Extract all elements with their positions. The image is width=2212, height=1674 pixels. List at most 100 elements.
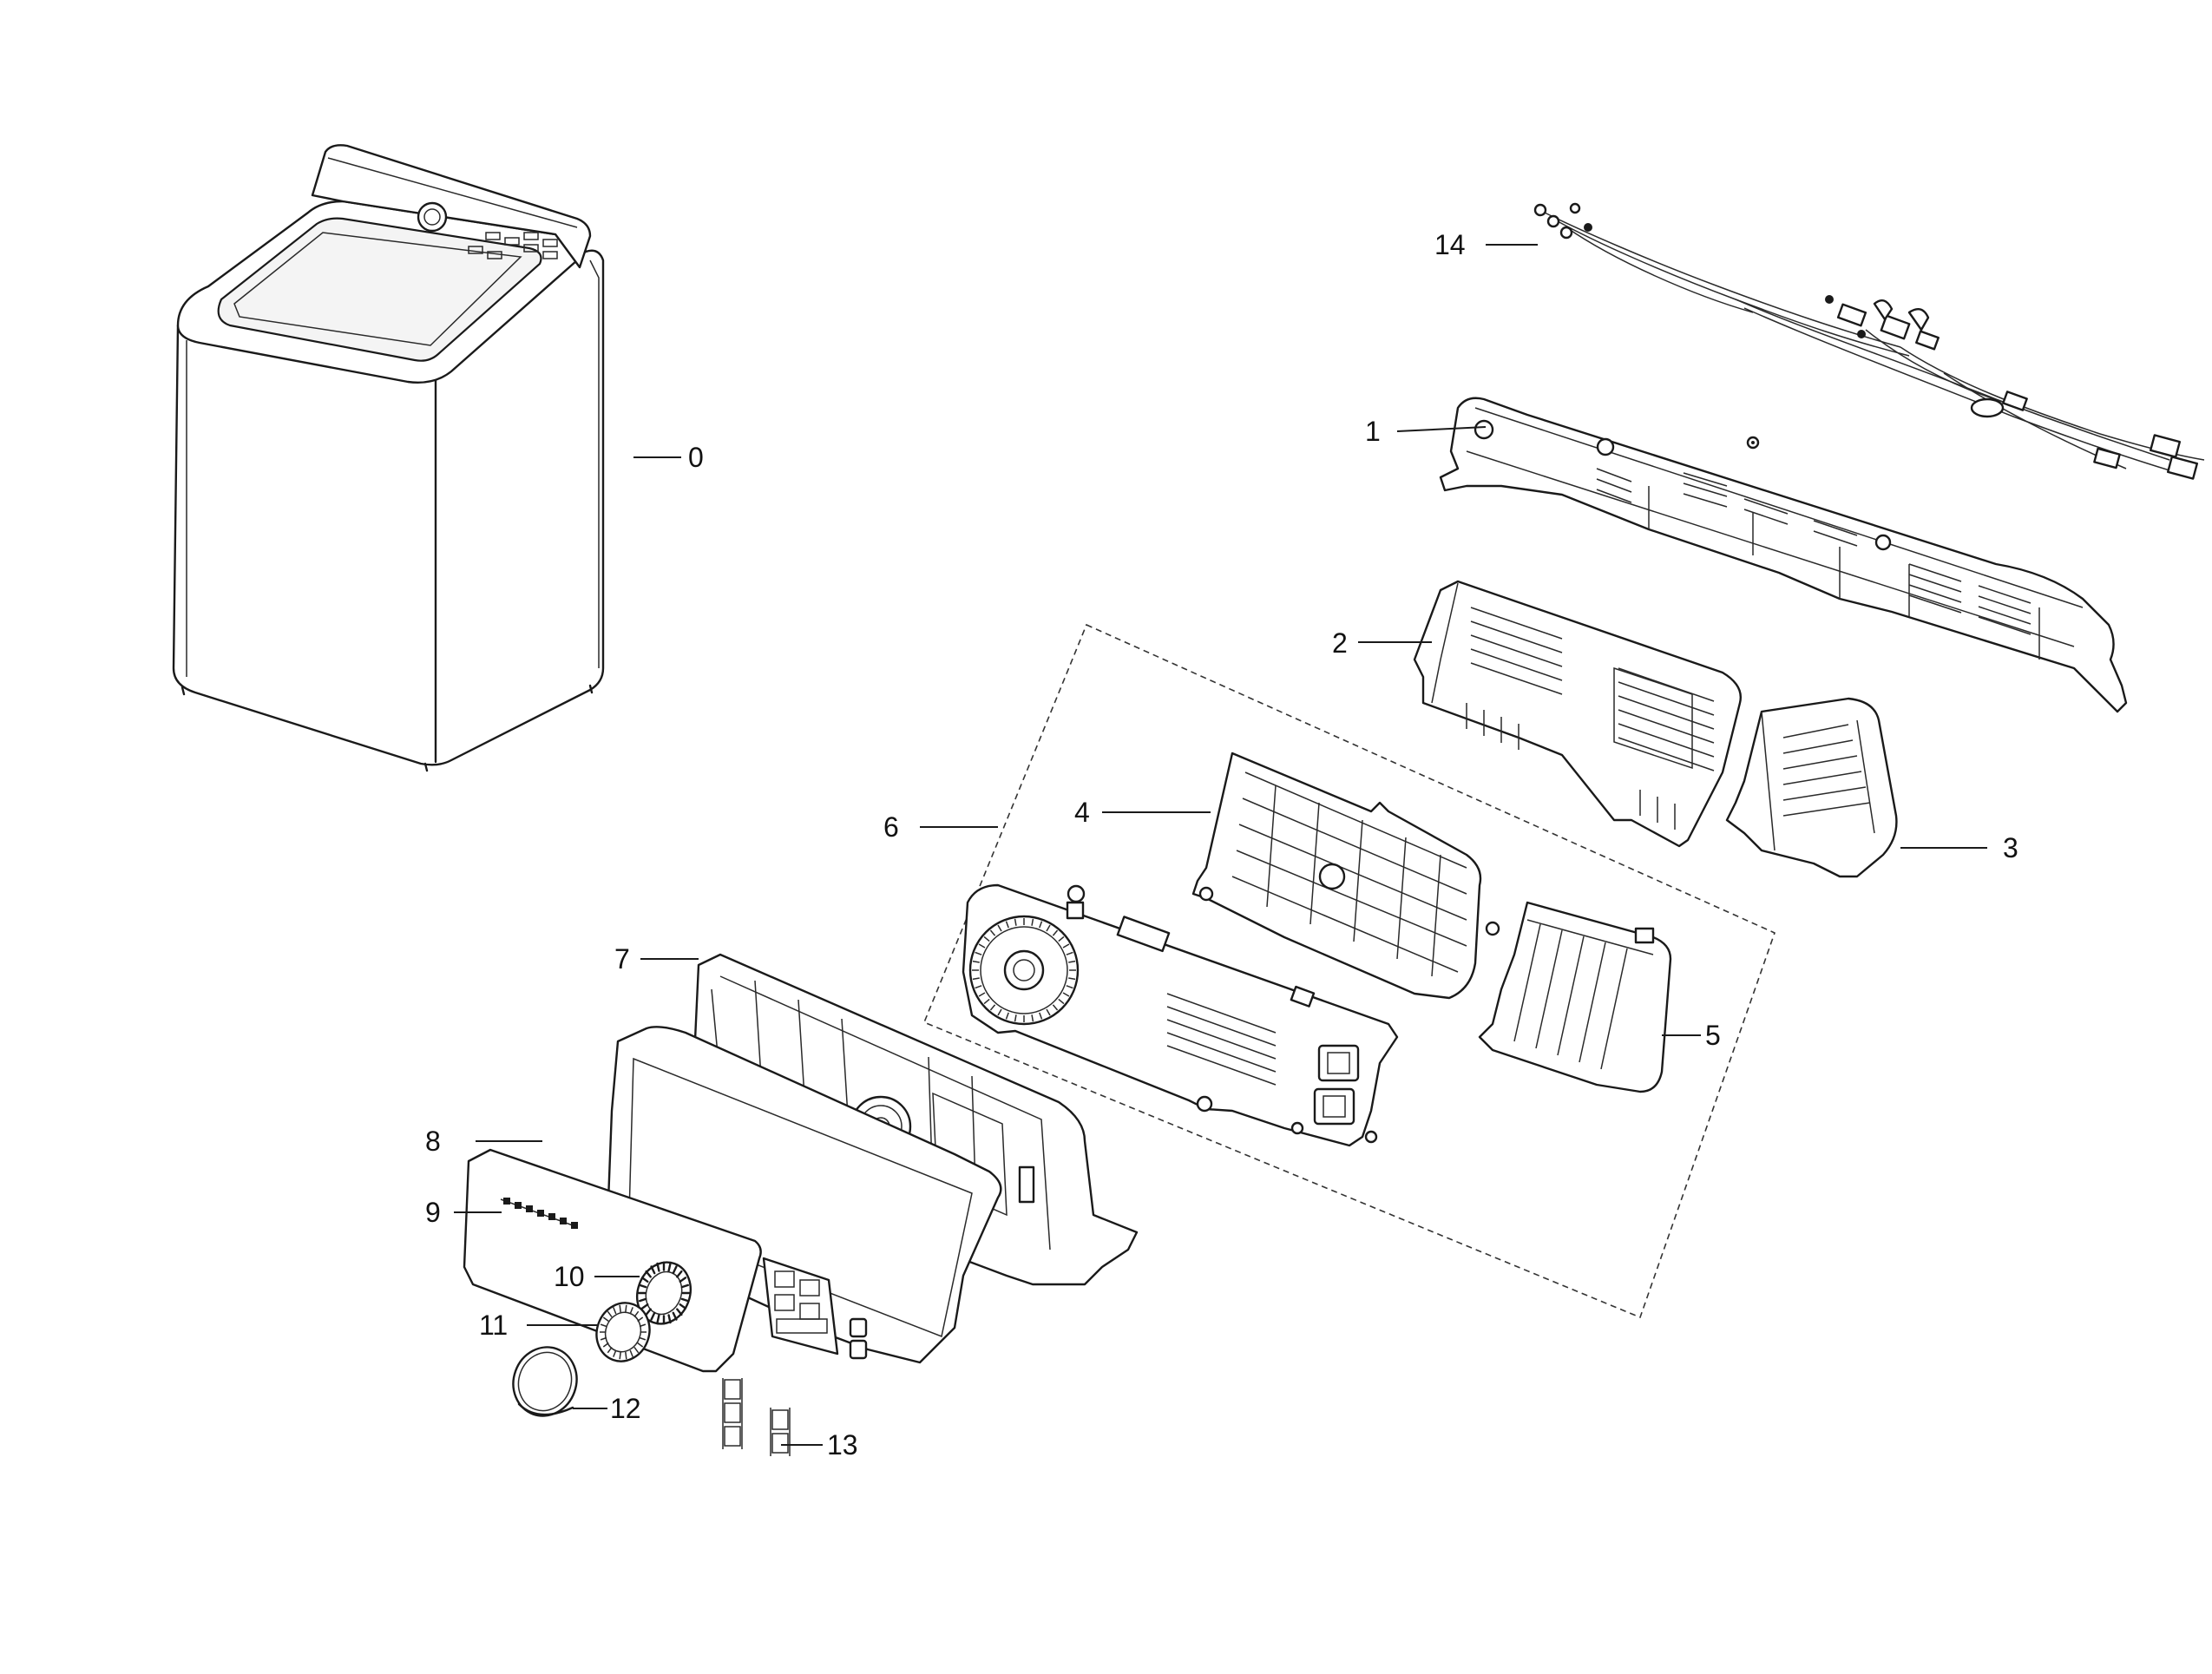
callout-7: 7 [614,943,630,975]
tick-mark [639,1336,647,1341]
tick-mark [650,1265,656,1275]
tick-mark [1062,943,1070,949]
tick-mark [602,1316,609,1323]
tick-mark [629,1349,633,1357]
side-cover-icon [1725,697,1898,878]
tick-mark [667,1262,672,1272]
tick-mark [600,1323,607,1328]
pcb-cover-icon [1191,752,1500,1000]
sub-pcb-cover-icon [1478,901,1672,1093]
callout-8: 8 [425,1126,441,1157]
callout-3: 3 [2003,832,2018,863]
tick-mark [989,1004,996,1011]
tick-mark [625,1304,627,1313]
callout-10: 10 [554,1261,585,1292]
callout-12: 12 [610,1393,641,1424]
tick-mark [1068,977,1076,981]
tick-mark [997,1008,1002,1016]
tick-mark [613,1307,617,1315]
tick-mark [629,1307,633,1315]
tick-mark [650,1311,656,1321]
panel-overlay-icon [463,1148,762,1373]
rear-cover-icon [1413,580,1742,848]
tick-mark [1005,1012,1009,1020]
tick-mark [656,1314,660,1324]
tick-mark [1031,1014,1034,1022]
tick-mark [680,1283,690,1289]
tick-mark [638,1297,647,1303]
tick-mark [1046,1008,1051,1016]
tick-mark [983,998,990,1005]
tick-mark [679,1303,687,1310]
tick-mark [656,1262,660,1272]
tick-mark [633,1310,640,1317]
callout-9: 9 [425,1197,441,1228]
assembly-6-outline [922,623,1776,1319]
tick-mark [639,1323,647,1328]
tick-mark [978,943,986,949]
washer-cabinet-icon [172,144,605,772]
tick-mark [1005,921,1009,929]
tick-mark [1058,935,1065,942]
badge-icon [500,1198,578,1229]
tick-mark [672,1311,678,1321]
tick-mark [640,1303,649,1310]
callout-14: 14 [1434,229,1466,260]
tick-mark [1052,929,1059,936]
tick-mark [1066,985,1073,989]
tick-mark [680,1297,690,1303]
tick-mark [1058,998,1065,1005]
tick-mark [983,935,990,942]
tick-mark [1014,918,1017,926]
callout-labels: 0 1 2 3 4 5 6 7 8 9 10 11 12 13 14 [425,229,2018,1461]
tick-mark [1039,921,1043,929]
tick-mark [972,977,980,981]
tick-mark [679,1277,687,1283]
tick-mark [1062,992,1070,997]
tick-mark [676,1308,683,1316]
tick-mark [1014,1014,1017,1022]
tick-mark [637,1316,644,1323]
callout-0: 0 [688,442,704,473]
knob-ring-icon [636,1261,692,1325]
tick-mark [1046,924,1051,932]
tick-mark [1031,918,1034,926]
button-keys-icon [722,1378,791,1456]
callout-2: 2 [1332,627,1348,659]
main-pcb-assembly-icon [962,883,1399,1147]
callout-6: 6 [883,811,899,843]
callout-1: 1 [1365,416,1381,447]
callout-4: 4 [1074,797,1090,828]
tick-mark [602,1342,609,1348]
knob-base-icon [595,1302,651,1362]
callout-13: 13 [827,1429,858,1461]
tick-mark [625,1351,627,1360]
control-panel-frame-icon [1439,397,2128,713]
callout-5: 5 [1705,1020,1721,1051]
tick-mark [997,924,1002,932]
tick-mark [989,929,996,936]
knob-cap-icon [512,1346,578,1417]
tick-mark [600,1336,607,1341]
tick-mark [1052,1004,1059,1011]
tick-mark [633,1347,640,1354]
tick-mark [638,1283,647,1289]
tick-mark [1039,1012,1043,1020]
tick-mark [975,985,982,989]
tick-mark [613,1349,617,1357]
tick-mark [607,1347,613,1354]
tick-mark [975,951,982,955]
tick-mark [978,992,986,997]
tick-mark [1066,951,1073,955]
tick-mark [672,1265,678,1275]
tick-mark [637,1342,644,1348]
tick-mark [676,1270,683,1278]
callout-11: 11 [479,1310,508,1341]
leader-lines [454,244,1987,1446]
control-panel-icon [606,1026,1002,1364]
wire-harness-icon [1533,202,2205,480]
tick-mark [667,1314,672,1324]
tick-mark [607,1310,613,1317]
tick-mark [640,1277,649,1283]
